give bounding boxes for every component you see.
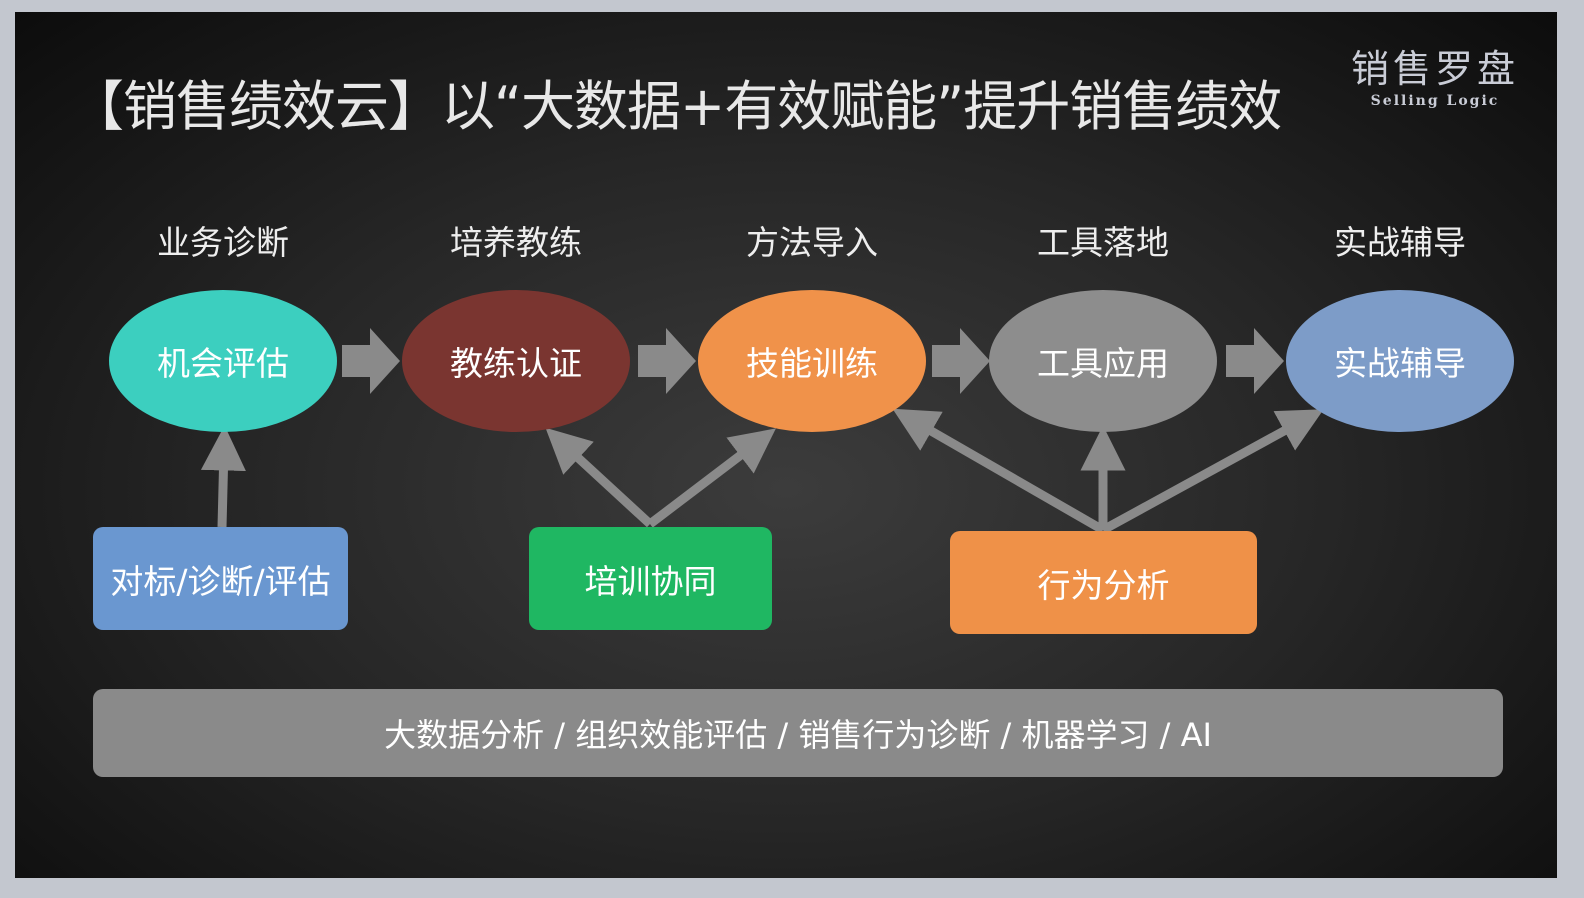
- support-training: 培训协同: [529, 527, 772, 630]
- stage-label: 方法导入: [746, 223, 878, 262]
- support-arrow: [200, 425, 246, 528]
- foundation-bar: 大数据分析 / 组织效能评估 / 销售行为诊断 / 机器学习 / AI: [93, 689, 1503, 777]
- flow-arrow: [342, 328, 400, 394]
- flow-arrow: [638, 328, 696, 394]
- flow-arrow: [932, 328, 990, 394]
- stage-label: 工具落地: [1037, 223, 1169, 262]
- stage-label: 培养教练: [450, 223, 582, 262]
- logo-en: Selling Logic: [1370, 93, 1500, 109]
- logo-cn: 销售罗盘: [1350, 47, 1519, 91]
- stage-label: 业务诊断: [157, 223, 289, 262]
- support-arrow: [892, 408, 1106, 534]
- step-opportunity-assessment: 机会评估: [109, 290, 337, 432]
- stage-label: 实战辅导: [1334, 223, 1466, 262]
- support-behavior-analysis: 行为分析: [950, 531, 1257, 634]
- flow-arrow: [1226, 328, 1284, 394]
- step-field-coaching: 实战辅导: [1286, 290, 1514, 432]
- step-skill-training: 技能训练: [698, 290, 926, 432]
- step-tool-application: 工具应用: [989, 290, 1217, 432]
- logo: 销售罗盘 Selling Logic: [1350, 38, 1520, 109]
- support-benchmark: 对标/诊断/评估: [93, 527, 348, 630]
- support-arrow: [1100, 409, 1324, 534]
- step-coach-certification: 教练认证: [402, 290, 630, 432]
- support-arrow: [545, 427, 654, 528]
- flow-arrows: [342, 328, 1284, 394]
- slide-title: 【销售绩效云】以“大数据+有效赋能”提升销售绩效: [70, 75, 1282, 138]
- support-arrow: [647, 428, 776, 528]
